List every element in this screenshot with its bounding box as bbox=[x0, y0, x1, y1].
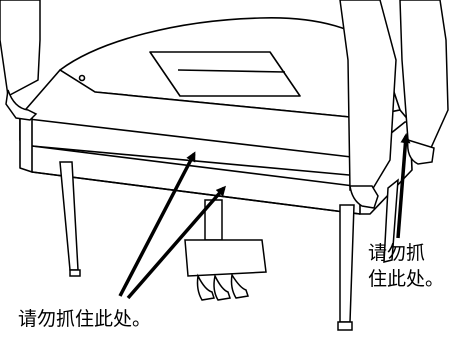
side-arrow-to-panel bbox=[396, 133, 411, 239]
front-arrow-to-keycover bbox=[118, 151, 196, 297]
side-warning-line-1: 请勿抓 bbox=[368, 242, 426, 264]
front-arrow-to-rail bbox=[126, 185, 226, 300]
left-person-arm bbox=[0, 0, 41, 121]
side-warning-line-2: 住此处。 bbox=[368, 268, 445, 290]
right-person-arm bbox=[339, 0, 449, 209]
piano-legs bbox=[59, 161, 399, 331]
pedal-unit bbox=[184, 199, 267, 301]
side-warning-label: 请勿抓 住此处。 bbox=[368, 240, 444, 292]
front-warning-label: 请勿抓住此处。 bbox=[18, 308, 152, 330]
warning-arrows bbox=[118, 133, 411, 300]
